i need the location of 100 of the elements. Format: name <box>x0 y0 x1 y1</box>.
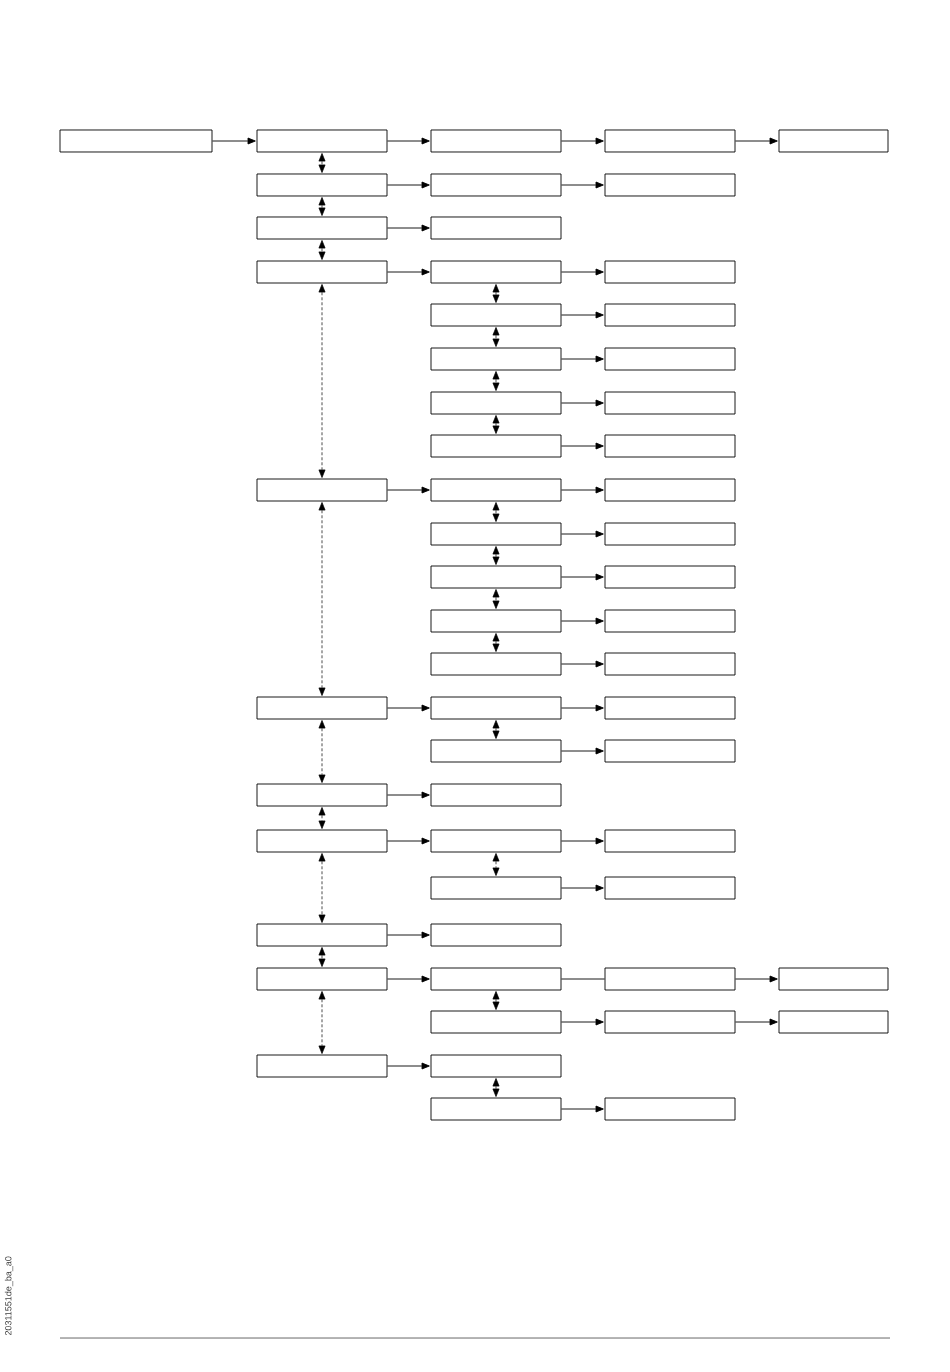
arrow <box>492 502 500 522</box>
box <box>604 260 736 284</box>
box <box>604 434 736 458</box>
box <box>604 739 736 763</box>
arrow <box>492 589 500 609</box>
arrow <box>387 975 430 983</box>
arrow <box>561 617 604 625</box>
box <box>778 129 889 153</box>
box <box>604 129 736 153</box>
arrow <box>492 371 500 391</box>
arrow <box>561 442 604 450</box>
arrow <box>735 137 778 145</box>
box <box>604 967 736 991</box>
arrow <box>561 837 604 845</box>
box <box>604 609 736 633</box>
arrow <box>561 137 604 145</box>
arrow <box>561 268 604 276</box>
document-code: 20311551de_ba_a0 <box>4 1256 14 1336</box>
arrow <box>387 1062 430 1070</box>
arrow <box>318 947 326 967</box>
arrow <box>318 502 326 696</box>
box <box>604 391 736 415</box>
arrow <box>561 747 604 755</box>
box <box>256 478 388 502</box>
box <box>430 478 562 502</box>
box <box>604 347 736 371</box>
arrow <box>561 399 604 407</box>
box <box>604 696 736 720</box>
box <box>256 967 388 991</box>
arrow <box>492 546 500 565</box>
arrow <box>212 137 256 145</box>
box <box>430 876 562 900</box>
arrow <box>492 991 500 1010</box>
box <box>59 129 213 153</box>
arrow <box>318 807 326 829</box>
arrow <box>492 415 500 434</box>
arrow <box>561 1018 604 1026</box>
box <box>430 1010 562 1034</box>
arrow <box>318 240 326 260</box>
box <box>604 1097 736 1121</box>
arrow <box>318 991 326 1054</box>
arrow <box>492 720 500 739</box>
box <box>604 522 736 546</box>
box <box>604 652 736 676</box>
box <box>604 303 736 327</box>
arrow <box>387 224 430 232</box>
arrow <box>318 853 326 923</box>
box <box>256 696 388 720</box>
box <box>778 1010 889 1034</box>
box <box>604 876 736 900</box>
box <box>256 173 388 197</box>
box <box>430 652 562 676</box>
arrow <box>492 633 500 652</box>
box <box>256 129 388 153</box>
arrow <box>492 327 500 347</box>
box <box>430 260 562 284</box>
arrow <box>318 284 326 478</box>
box <box>604 1010 736 1034</box>
box <box>256 783 388 807</box>
box <box>256 829 388 853</box>
box <box>430 347 562 371</box>
box <box>604 173 736 197</box>
arrow <box>387 268 430 276</box>
arrow <box>387 486 430 494</box>
box <box>430 739 562 763</box>
arrow <box>492 1078 500 1097</box>
arrow <box>561 355 604 363</box>
box <box>256 1054 388 1078</box>
arrow <box>318 153 326 173</box>
box <box>256 923 388 947</box>
box <box>604 829 736 853</box>
arrow <box>387 837 430 845</box>
box <box>604 478 736 502</box>
arrow <box>735 1018 778 1026</box>
box <box>430 923 562 947</box>
box <box>430 1097 562 1121</box>
arrow <box>561 573 604 581</box>
box <box>430 391 562 415</box>
arrow <box>561 311 604 319</box>
box <box>430 129 562 153</box>
arrow <box>561 181 604 189</box>
box <box>430 434 562 458</box>
arrow <box>318 197 326 216</box>
box <box>430 967 562 991</box>
box <box>430 1054 562 1078</box>
arrow <box>561 1105 604 1113</box>
arrow <box>492 853 500 876</box>
box <box>778 967 889 991</box>
arrow <box>387 181 430 189</box>
arrow <box>561 530 604 538</box>
box <box>430 783 562 807</box>
box <box>430 303 562 327</box>
arrow <box>387 704 430 712</box>
box <box>430 216 562 240</box>
arrow <box>387 137 430 145</box>
box <box>430 522 562 546</box>
box <box>430 696 562 720</box>
arrow <box>387 791 430 799</box>
arrow <box>561 884 604 892</box>
arrow <box>492 284 500 303</box>
